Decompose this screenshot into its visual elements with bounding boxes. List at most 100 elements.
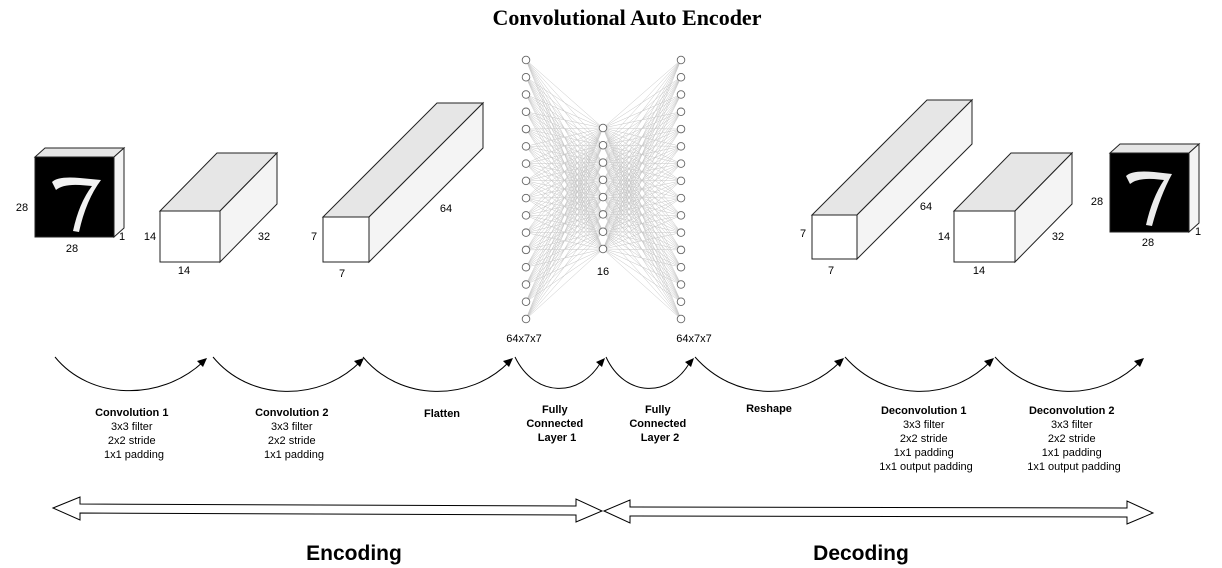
deconv1-height-label: 14 — [938, 231, 950, 243]
fc-output-node — [676, 245, 686, 255]
conv2-height-label: 7 — [311, 231, 317, 243]
convolution-2-arrowhead — [354, 358, 364, 367]
fc-latent-node — [598, 175, 608, 185]
conv1-height-label: 14 — [144, 231, 156, 243]
fc-edge-layer-2 — [602, 146, 682, 250]
fc-edge-layer-1 — [525, 127, 604, 182]
fc-latent-node — [598, 141, 608, 150]
fc-edge-layer-1 — [525, 111, 604, 129]
fc-edge-layer-2 — [602, 59, 682, 163]
fc-edge-layer-2 — [602, 59, 682, 129]
output-digit-stroke — [1126, 171, 1172, 226]
flatten-arrow — [362, 356, 510, 392]
fc-input-node — [521, 73, 531, 82]
fully-connected-2-arrow — [605, 356, 691, 389]
fc-edge-layer-1 — [525, 197, 604, 320]
output-width-label: 28 — [1142, 237, 1154, 249]
step-label-convolution-1: Convolution 1 3x3 filter 2x2 stride 1x1 … — [95, 403, 173, 461]
input-digit-image — [34, 156, 115, 238]
fc-output-node — [676, 124, 686, 134]
step-label-convolution-2: Convolution 2 3x3 filter 2x2 stride 1x1 … — [255, 403, 333, 461]
flatten-arrowhead — [503, 358, 513, 367]
fc-latent-node — [598, 210, 608, 219]
fc-edge-layer-2 — [602, 248, 682, 251]
conv2-width-label: 7 — [339, 268, 345, 280]
conv2-depth-label: 64 — [440, 203, 452, 215]
fc-input-node — [521, 262, 531, 272]
fc-edge-layer-2 — [602, 59, 682, 146]
input-height-label: 28 — [16, 202, 28, 214]
fc-edge-layer-1 — [525, 127, 604, 251]
step-label-reshape: Reshape — [746, 403, 792, 415]
fc-output-node — [676, 314, 686, 324]
fc-input-node — [521, 314, 531, 324]
fc-latent-node — [598, 123, 608, 133]
fc-input-node — [521, 142, 531, 151]
input-digit-stroke — [52, 177, 101, 232]
fc-edge-layer-1 — [525, 231, 604, 320]
fc-output-node — [676, 193, 686, 203]
fc-edge-layer-1 — [525, 127, 604, 199]
fc-edge-layer-2 — [602, 59, 682, 215]
fc-edge-layer-1 — [525, 214, 604, 320]
deconvolution-1-arrowhead — [984, 358, 994, 367]
fully-connected-1-arrowhead — [596, 358, 605, 367]
decoding-label: Decoding — [813, 542, 909, 565]
reshape-depth-label: 64 — [920, 201, 932, 213]
fc-edge-layer-1 — [525, 248, 604, 320]
fc-edge-layer-1 — [525, 127, 604, 164]
fc-input-node — [521, 228, 531, 237]
fc-input-node — [521, 55, 531, 65]
fc-output-node — [676, 159, 686, 168]
fc-edge-layer-1 — [525, 59, 604, 129]
fully-connected-1-arrow — [514, 356, 602, 389]
fc-edge-layer-2 — [602, 197, 682, 250]
output-depth-label: 1 — [1195, 226, 1201, 238]
deconvolution-2-arrow — [994, 356, 1141, 392]
fc-output-node — [676, 297, 686, 306]
step-label-deconvolution-2: Deconvolution 2 3x3 filter 2x2 stride 1x… — [1027, 401, 1121, 473]
encoding-label: Encoding — [306, 542, 402, 565]
decoding-span-arrow — [602, 499, 1155, 525]
fc-edge-layer-2 — [602, 180, 682, 250]
fc-input-node — [521, 280, 531, 289]
fc-output-node — [676, 142, 686, 151]
fc-edge-layer-2 — [602, 215, 682, 250]
fc-output-node — [676, 107, 686, 117]
output-image-block: 28 28 1 — [1091, 142, 1201, 249]
input-depth-label: 1 — [119, 231, 125, 243]
fc-input-node — [521, 107, 531, 117]
conv1-width-label: 14 — [178, 265, 190, 277]
fc-edge-layer-2 — [602, 248, 682, 285]
fc-edge-layer-2 — [602, 77, 682, 250]
fc-edge-layer-1 — [525, 127, 604, 285]
fc-output-node — [676, 211, 686, 220]
fc-edge-layer-2 — [602, 111, 682, 250]
fc-edge-layer-1 — [525, 127, 604, 233]
fc-input-node — [521, 124, 531, 134]
fc-edge-layer-1 — [525, 162, 604, 320]
fc-latent-node — [598, 192, 608, 202]
fc-output-node — [676, 73, 686, 82]
deconvolution-2-arrowhead — [1134, 358, 1144, 367]
fc-edge-layer-1 — [525, 145, 604, 320]
fc-latent-node — [598, 158, 608, 167]
fc-edge-layer-1 — [525, 179, 604, 320]
reshape-height-label: 7 — [800, 228, 806, 240]
deconv1-depth-label: 32 — [1052, 231, 1064, 243]
fc-output-node — [676, 228, 686, 237]
diagram-title: Convolutional Auto Encoder — [493, 5, 762, 30]
reshape-arrow — [694, 356, 841, 392]
step-labels: Convolution 1 3x3 filter 2x2 stride 1x1 … — [95, 400, 1121, 473]
fc-edge-layer-2 — [602, 163, 682, 250]
fc-edge-layer-1 — [525, 77, 604, 129]
step-label-fully-connected-2: Fully Connected Layer 2 — [629, 400, 690, 444]
fc-right-size-label: 64x7x7 — [676, 333, 711, 345]
deconv1-output-block: 14 14 32 — [938, 151, 1074, 277]
fc-left-size-label: 64x7x7 — [506, 333, 541, 345]
step-label-flatten: Flatten — [424, 408, 460, 420]
fc-edge-layer-2 — [602, 59, 682, 180]
step-label-fully-connected-1: Fully Connected Layer 1 — [526, 400, 587, 444]
fc-input-node — [521, 297, 531, 306]
